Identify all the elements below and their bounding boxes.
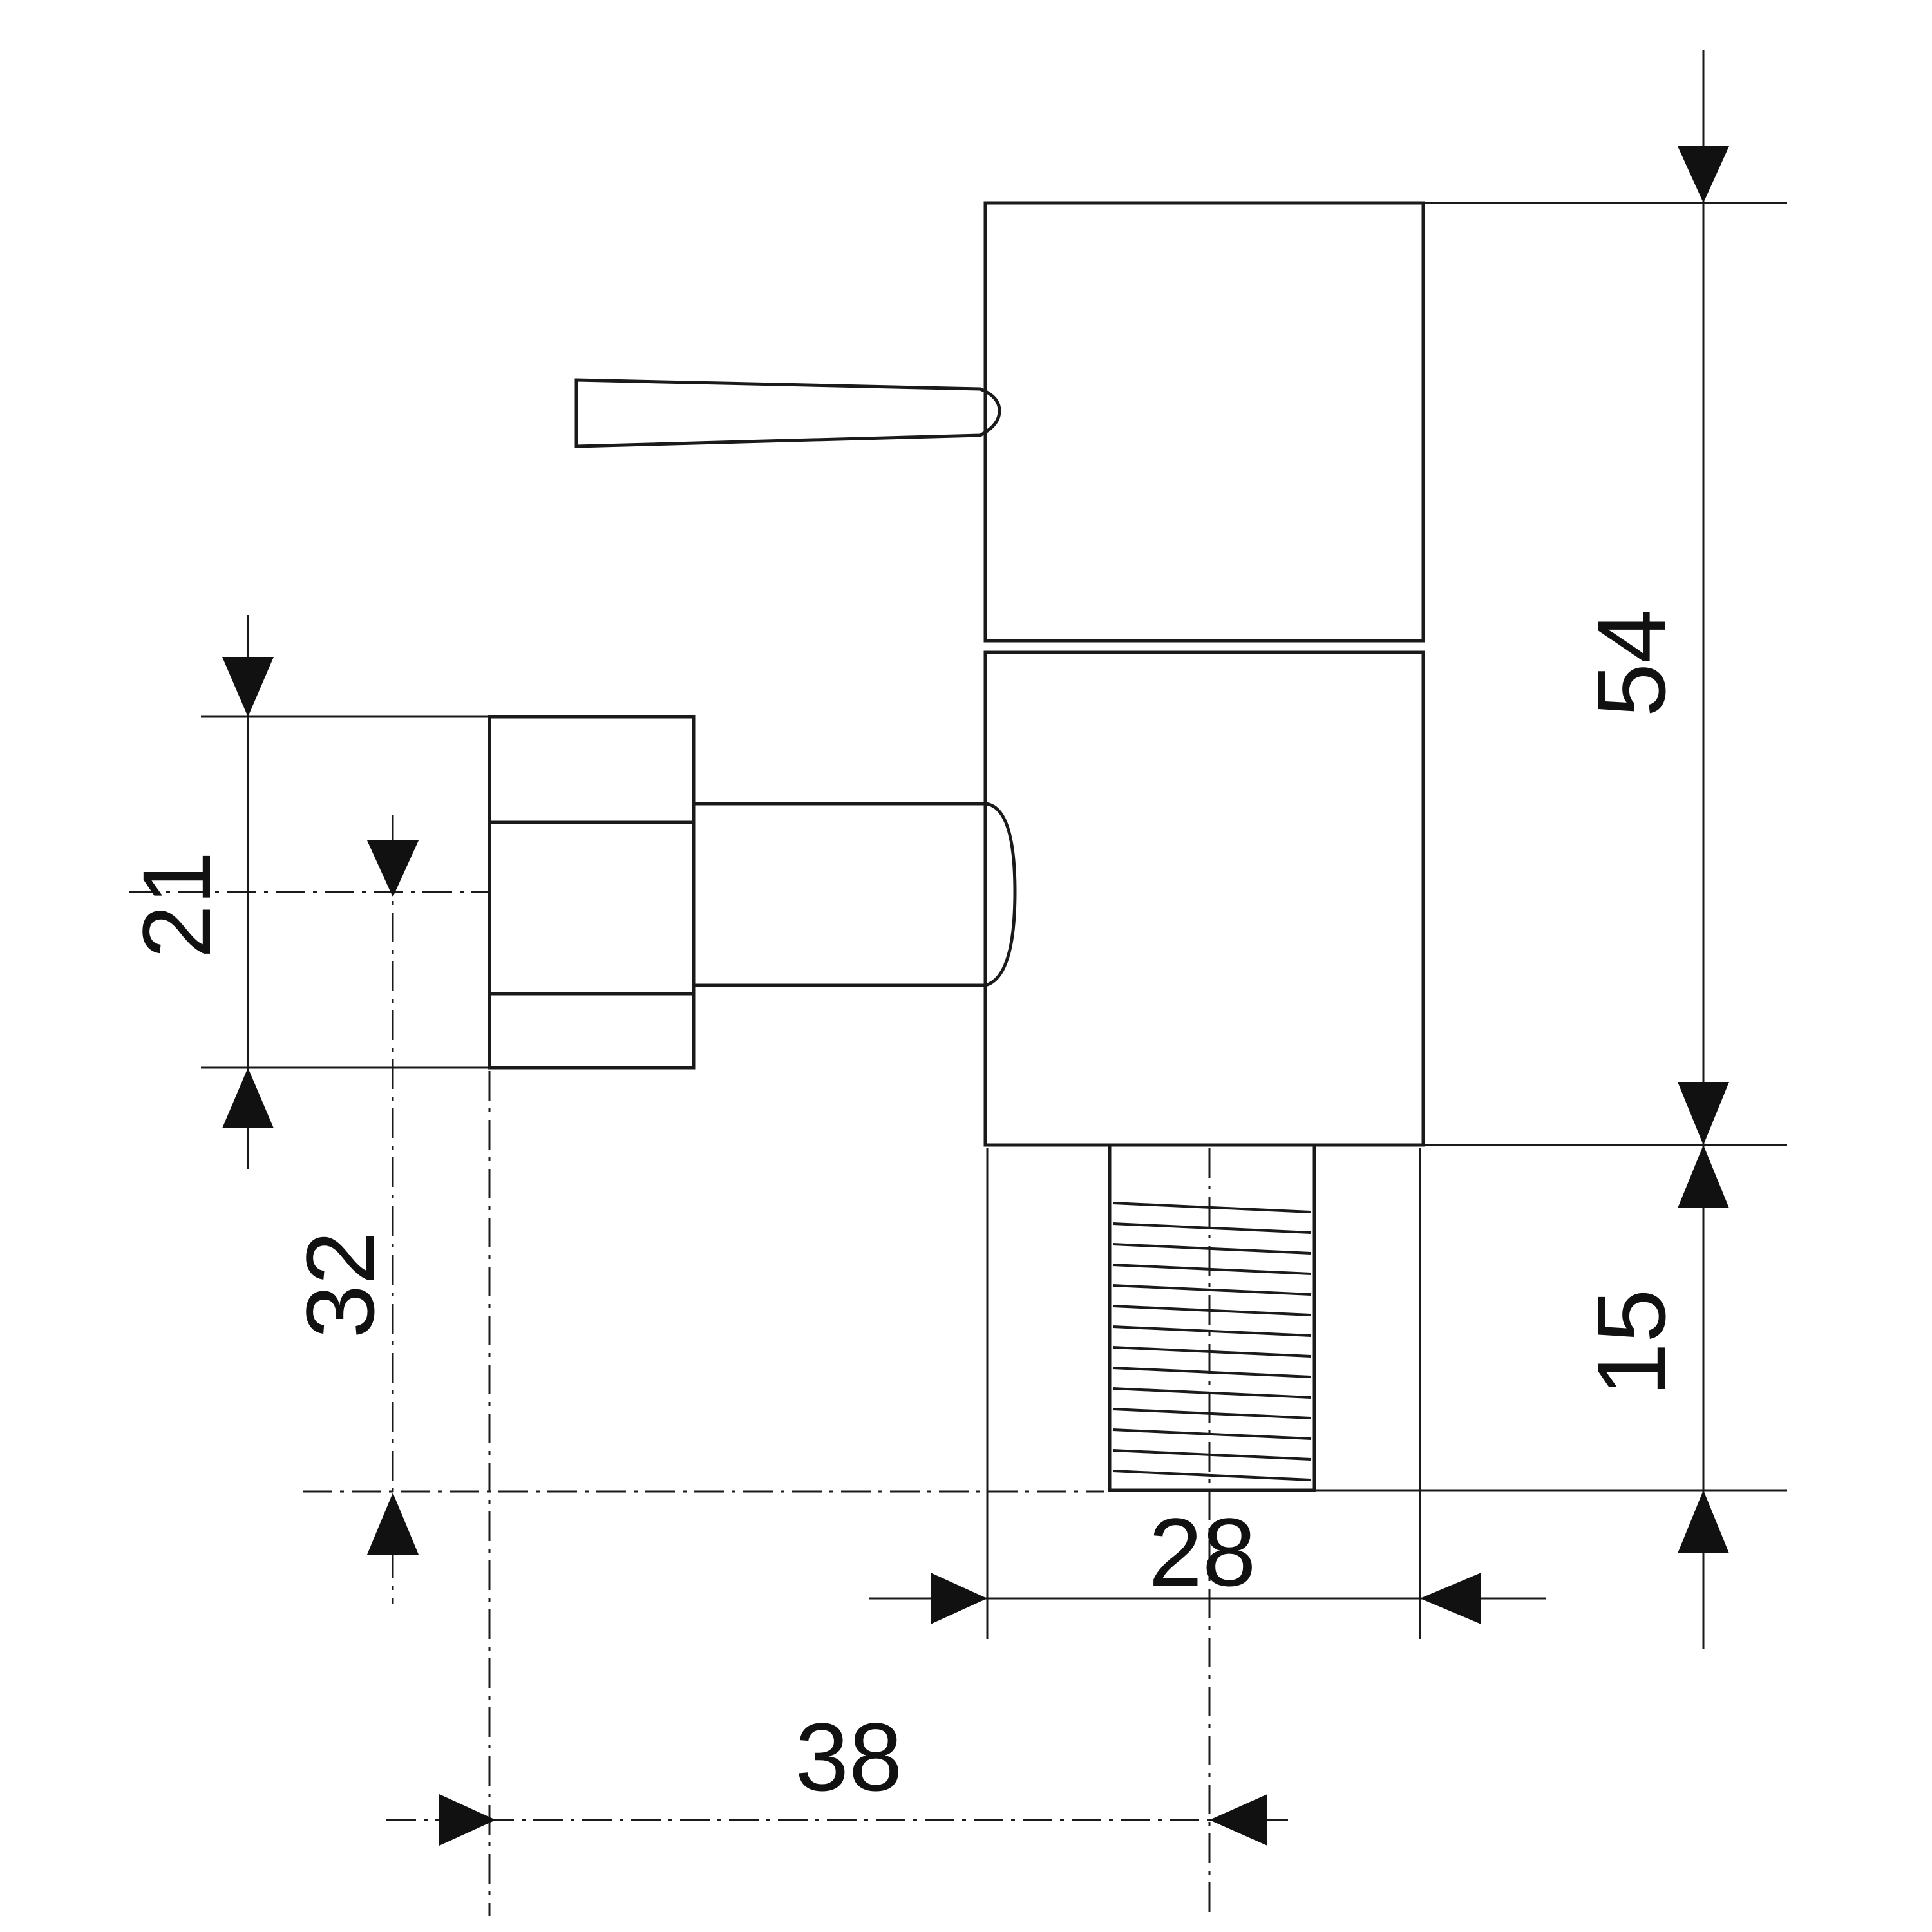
arrow-up bbox=[1678, 1145, 1729, 1208]
thread-line bbox=[1112, 1264, 1312, 1275]
dimension-arrows bbox=[222, 146, 1729, 1846]
outlet-spout bbox=[694, 802, 1017, 987]
dimension-label-21: 21 bbox=[122, 851, 231, 959]
arrow-down bbox=[367, 840, 419, 897]
center-lines bbox=[129, 815, 1288, 1916]
arrow-right bbox=[439, 1794, 496, 1846]
outlet-nut bbox=[488, 715, 696, 1070]
thread-line bbox=[1112, 1428, 1312, 1440]
dimension-label-38: 38 bbox=[795, 1703, 903, 1811]
thread-line bbox=[1112, 1367, 1312, 1378]
thread-line bbox=[1112, 1470, 1312, 1481]
threaded-inlet bbox=[1108, 1143, 1316, 1492]
arrow-right bbox=[931, 1573, 987, 1624]
dimension-label-54: 54 bbox=[1577, 610, 1685, 717]
thread-line bbox=[1112, 1202, 1312, 1213]
arrow-left bbox=[1209, 1794, 1267, 1846]
thread-line bbox=[1112, 1449, 1312, 1461]
dimension-label-15: 15 bbox=[1577, 1289, 1685, 1397]
arrow-down bbox=[222, 657, 274, 717]
arrow-up bbox=[1678, 1490, 1729, 1553]
arrow-down bbox=[1678, 146, 1729, 203]
thread-line bbox=[1112, 1284, 1312, 1296]
lower-body-block bbox=[983, 650, 1425, 1147]
thread-line bbox=[1112, 1408, 1312, 1419]
arrow-up bbox=[222, 1068, 274, 1128]
arrow-up bbox=[367, 1493, 419, 1555]
dimension-label-32: 32 bbox=[286, 1231, 394, 1339]
thread-lines bbox=[1112, 1202, 1312, 1481]
thread-line bbox=[1112, 1305, 1312, 1316]
thread-line bbox=[1112, 1243, 1312, 1255]
valve-body bbox=[983, 201, 1425, 1147]
arrow-down bbox=[1678, 1082, 1729, 1145]
dimension-label-28: 28 bbox=[1149, 1498, 1256, 1606]
dimension-labels: 54 15 21 32 28 38 bbox=[122, 610, 1685, 1811]
thread-line bbox=[1112, 1325, 1312, 1337]
thread-line bbox=[1112, 1387, 1312, 1399]
thread-line bbox=[1112, 1346, 1312, 1358]
dimension-lines bbox=[201, 50, 1787, 1649]
upper-body-block bbox=[983, 201, 1425, 643]
arrow-left bbox=[1420, 1573, 1481, 1624]
thread-line bbox=[1112, 1222, 1312, 1234]
lever-handle bbox=[574, 378, 1001, 448]
